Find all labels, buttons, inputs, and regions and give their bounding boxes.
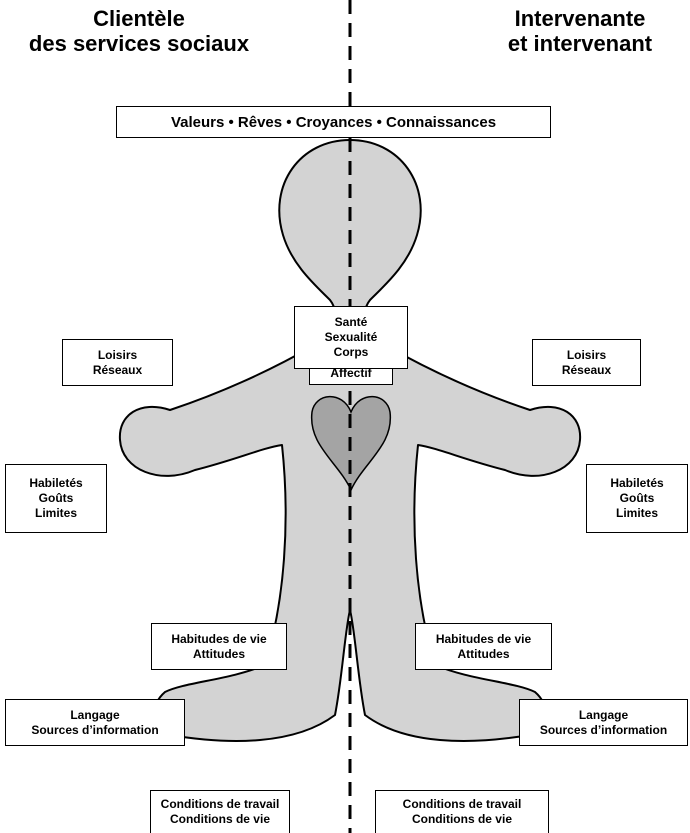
header-intervenant-line1: Intervenante: [514, 6, 646, 31]
right-habiletes-box: Habiletés Goûts Limites: [586, 464, 688, 533]
sante-box: Santé Sexualité Corps: [294, 306, 408, 369]
left-conditions-line2: Conditions de vie: [169, 812, 270, 826]
right-habitudes-line2: Attitudes: [457, 646, 510, 661]
left-langage-line2: Sources d’information: [31, 722, 159, 737]
left-langage-box: Langage Sources d’information: [5, 699, 185, 746]
left-conditions-box: Conditions de travail Conditions de vie: [150, 790, 290, 833]
left-habiletes-box: Habiletés Goûts Limites: [5, 464, 107, 533]
right-habiletes-line1: Habiletés: [610, 476, 664, 490]
left-loisirs-line1: Loisirs: [97, 347, 138, 362]
sante-line3: Corps: [333, 345, 369, 359]
header-intervenant: Intervenante et intervenant: [470, 6, 690, 56]
left-habiletes-line1: Habiletés: [29, 476, 83, 490]
left-conditions-line1: Conditions de travail: [160, 797, 280, 811]
left-habitudes-line2: Attitudes: [193, 646, 245, 661]
affectif-text: Affectif: [330, 365, 372, 380]
right-conditions-line2: Conditions de vie: [411, 812, 512, 826]
left-langage-line1: Langage: [70, 707, 120, 722]
left-loisirs-box: Loisirs Réseaux: [62, 339, 173, 386]
left-habitudes-line1: Habitudes de vie: [171, 631, 267, 646]
right-habiletes-line3: Limites: [615, 506, 658, 520]
right-conditions-box: Conditions de travail Conditions de vie: [375, 790, 549, 833]
right-langage-line2: Sources d’information: [539, 722, 668, 737]
right-loisirs-line1: Loisirs: [566, 347, 607, 362]
right-langage-line1: Langage: [578, 707, 629, 722]
right-loisirs-line2: Réseaux: [561, 362, 612, 377]
values-text: Valeurs • Rêves • Croyances • Connaissan…: [170, 113, 497, 131]
header-clientele-line1: Clientèle: [93, 6, 185, 31]
left-habitudes-box: Habitudes de vie Attitudes: [151, 623, 287, 670]
right-conditions-line1: Conditions de travail: [402, 797, 522, 811]
right-habitudes-box: Habitudes de vie Attitudes: [415, 623, 552, 670]
header-clientele: Clientèle des services sociaux: [0, 6, 278, 56]
right-habiletes-line2: Goûts: [619, 491, 655, 505]
right-langage-box: Langage Sources d’information: [519, 699, 688, 746]
sante-line2: Sexualité: [324, 330, 378, 344]
sante-line1: Santé: [334, 315, 368, 329]
header-intervenant-line2: et intervenant: [507, 31, 653, 56]
right-habitudes-line1: Habitudes de vie: [435, 631, 532, 646]
left-loisirs-line2: Réseaux: [92, 362, 143, 377]
right-loisirs-box: Loisirs Réseaux: [532, 339, 641, 386]
values-box: Valeurs • Rêves • Croyances • Connaissan…: [116, 106, 551, 138]
left-habiletes-line2: Goûts: [38, 491, 74, 505]
header-clientele-line2: des services sociaux: [28, 31, 250, 56]
left-habiletes-line3: Limites: [34, 506, 77, 520]
